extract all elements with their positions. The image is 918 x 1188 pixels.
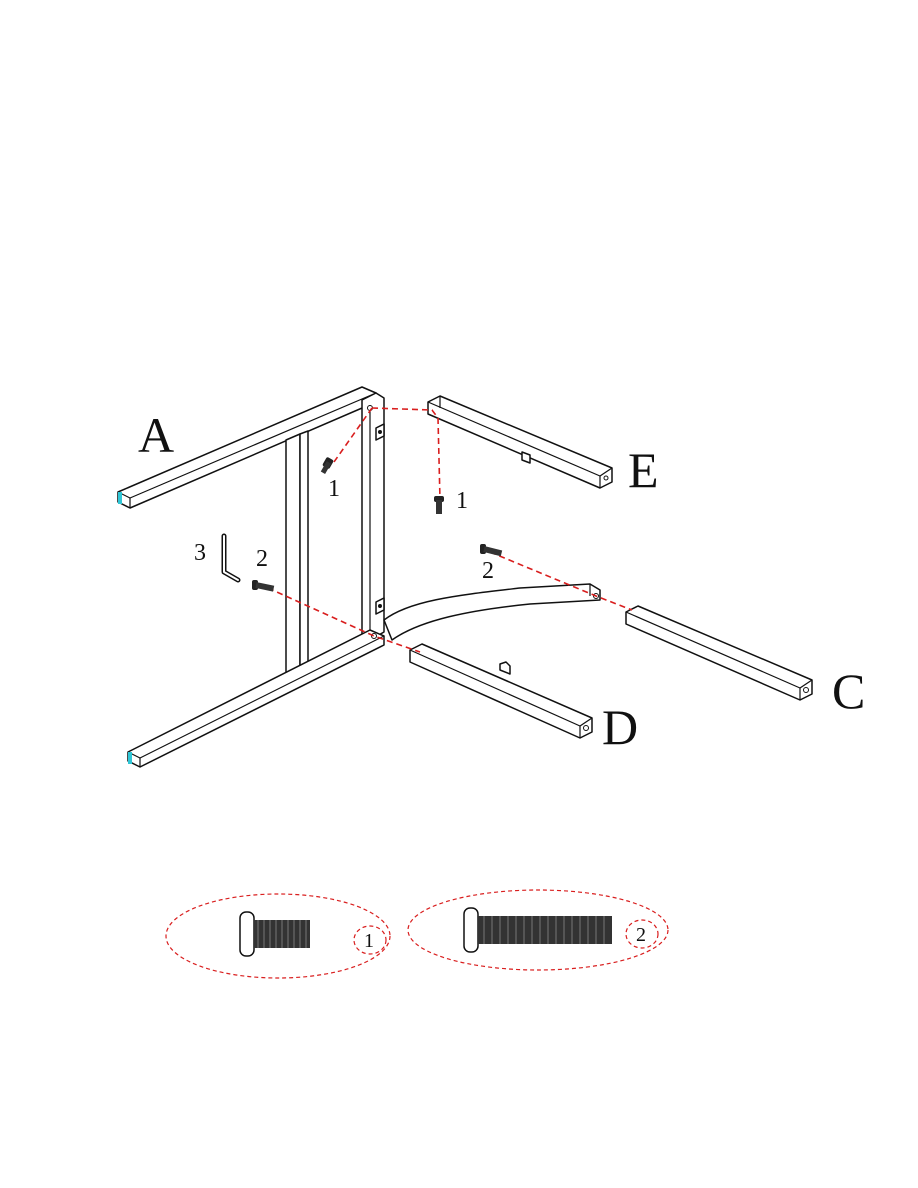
callout-bolt1-right: 1 bbox=[456, 488, 468, 514]
callout-allen-key: 3 bbox=[194, 540, 206, 566]
part-label-a: A bbox=[138, 407, 174, 463]
legend-item-1: 1 bbox=[166, 894, 390, 978]
bolt-2-right bbox=[480, 544, 502, 556]
tube-end-bottom bbox=[128, 752, 132, 764]
rail-e bbox=[428, 396, 612, 488]
callout-bolt1-left: 1 bbox=[328, 476, 340, 502]
callout-bolt2-left: 2 bbox=[256, 546, 268, 572]
bolt-2-left bbox=[252, 580, 274, 592]
legend-item-2: 2 bbox=[408, 890, 668, 970]
rail-d bbox=[410, 644, 592, 738]
bolt-1-left bbox=[321, 457, 334, 474]
tube-end-top bbox=[118, 492, 122, 504]
part-label-d: D bbox=[602, 699, 638, 755]
allen-key-icon bbox=[224, 536, 238, 580]
legend-number-1: 1 bbox=[364, 930, 374, 952]
callout-bolt2-right: 2 bbox=[482, 558, 494, 584]
part-label-c: C bbox=[832, 663, 865, 719]
bolt-1-right bbox=[434, 496, 444, 514]
legend-number-2: 2 bbox=[636, 924, 646, 946]
rail-c bbox=[626, 606, 812, 700]
part-label-e: E bbox=[628, 442, 659, 498]
